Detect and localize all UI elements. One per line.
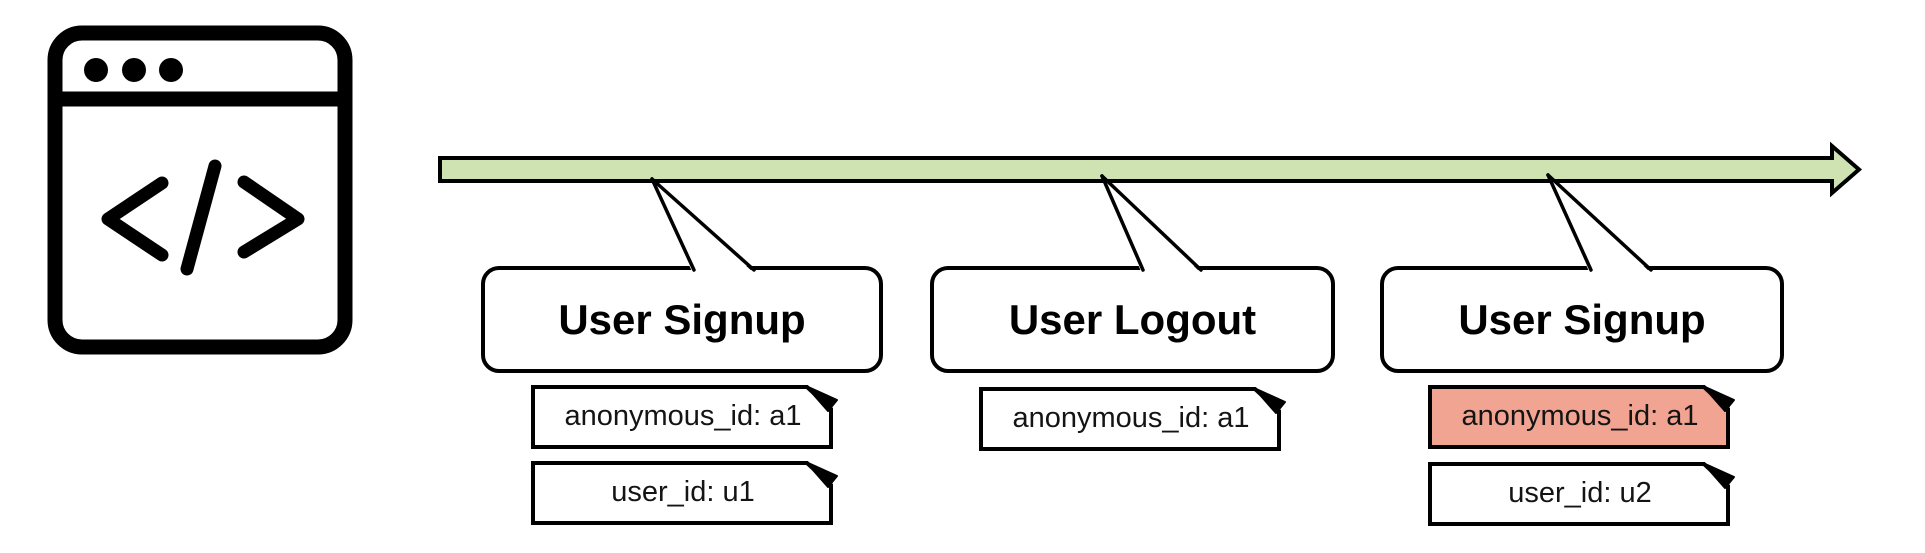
event-property-tag: user_id: u2	[1428, 461, 1740, 527]
folded-corner-icon	[1253, 387, 1286, 414]
tag-label: user_id: u1	[611, 475, 755, 508]
note-shape	[979, 387, 1286, 451]
tag-label: user_id: u2	[1508, 476, 1652, 509]
note-shape	[1428, 385, 1735, 449]
event-callout: User Signup	[481, 266, 883, 373]
folded-corner-icon	[1702, 385, 1735, 412]
event-callout: User Signup	[1380, 266, 1784, 373]
callout-pointer	[1546, 173, 1653, 274]
event-callout: User Logout	[930, 266, 1335, 373]
event-property-tag: user_id: u1	[531, 460, 843, 526]
code-tag-icon	[101, 159, 305, 276]
event-title: User Signup	[1458, 295, 1706, 343]
browser-dot-icon	[159, 58, 183, 82]
browser-dot-icon	[122, 58, 146, 82]
event-property-tag-highlighted: anonymous_id: a1	[1428, 384, 1740, 450]
callout-pointer	[1100, 174, 1203, 274]
event-property-tag: anonymous_id: a1	[531, 384, 843, 450]
tag-label: anonymous_id: a1	[1012, 401, 1250, 434]
event-property-tag: anonymous_id: a1	[979, 386, 1291, 452]
event-title: User Logout	[1008, 295, 1257, 343]
browser-dot-icon	[84, 58, 108, 82]
note-shape	[531, 461, 838, 525]
callout-pointer	[650, 177, 756, 274]
folded-corner-icon	[805, 385, 838, 412]
event-title: User Signup	[558, 295, 806, 343]
browser-window-frame	[47, 25, 353, 355]
note-shape	[531, 385, 838, 449]
tag-label: anonymous_id: a1	[1461, 399, 1699, 432]
tag-label: anonymous_id: a1	[564, 399, 802, 432]
code-browser-icon	[47, 25, 353, 355]
timeline-arrow	[438, 141, 1863, 198]
note-shape	[1428, 462, 1735, 526]
folded-corner-icon	[805, 461, 838, 488]
folded-corner-icon	[1702, 462, 1735, 489]
